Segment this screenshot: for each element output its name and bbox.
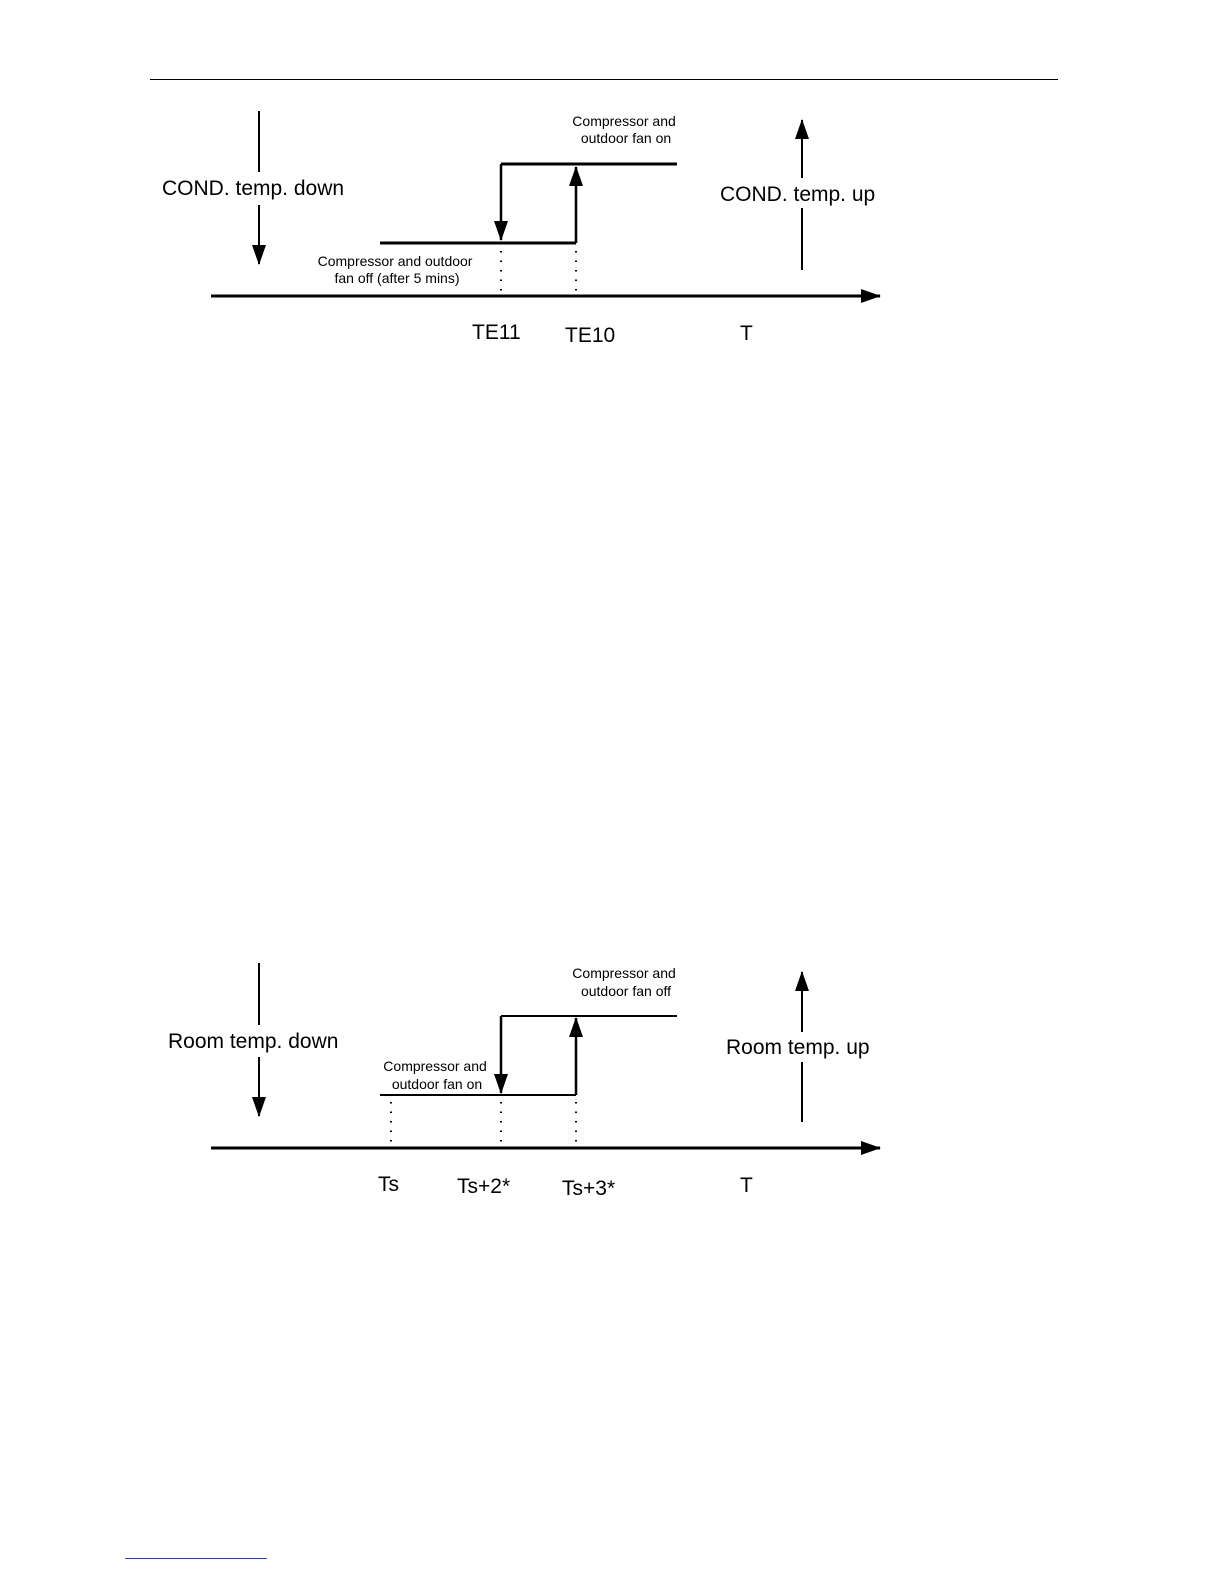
header-rule [150, 79, 1058, 80]
footer-link-underline [125, 1558, 267, 1559]
threshold-low-label: Ts+2* [457, 1175, 510, 1198]
room-temp-hysteresis-diagram: Room temp. down Room temp. up Compressor… [0, 952, 1224, 1252]
axis-label: T [740, 1174, 753, 1197]
state-low-label: Compressor and outdoor fan on [383, 1058, 490, 1092]
temp-up-label: COND. temp. up [720, 183, 875, 206]
temp-down-label: Room temp. down [168, 1030, 338, 1053]
state-low-label: Compressor and outdoor fan off (after 5 … [318, 253, 477, 286]
axis-label: T [740, 322, 753, 345]
threshold-high-label: TE10 [565, 324, 615, 347]
threshold-high-label: Ts+3* [562, 1177, 615, 1200]
cond-temp-hysteresis-diagram: COND. temp. down COND. temp. up Compress… [0, 100, 1224, 400]
temp-down-label: COND. temp. down [162, 177, 344, 200]
state-high-label: Compressor and outdoor fan on [572, 113, 679, 146]
base-label: Ts [378, 1173, 399, 1196]
temp-up-label: Room temp. up [726, 1036, 870, 1059]
threshold-low-label: TE11 [472, 321, 521, 344]
state-high-label: Compressor and outdoor fan off [572, 965, 679, 999]
